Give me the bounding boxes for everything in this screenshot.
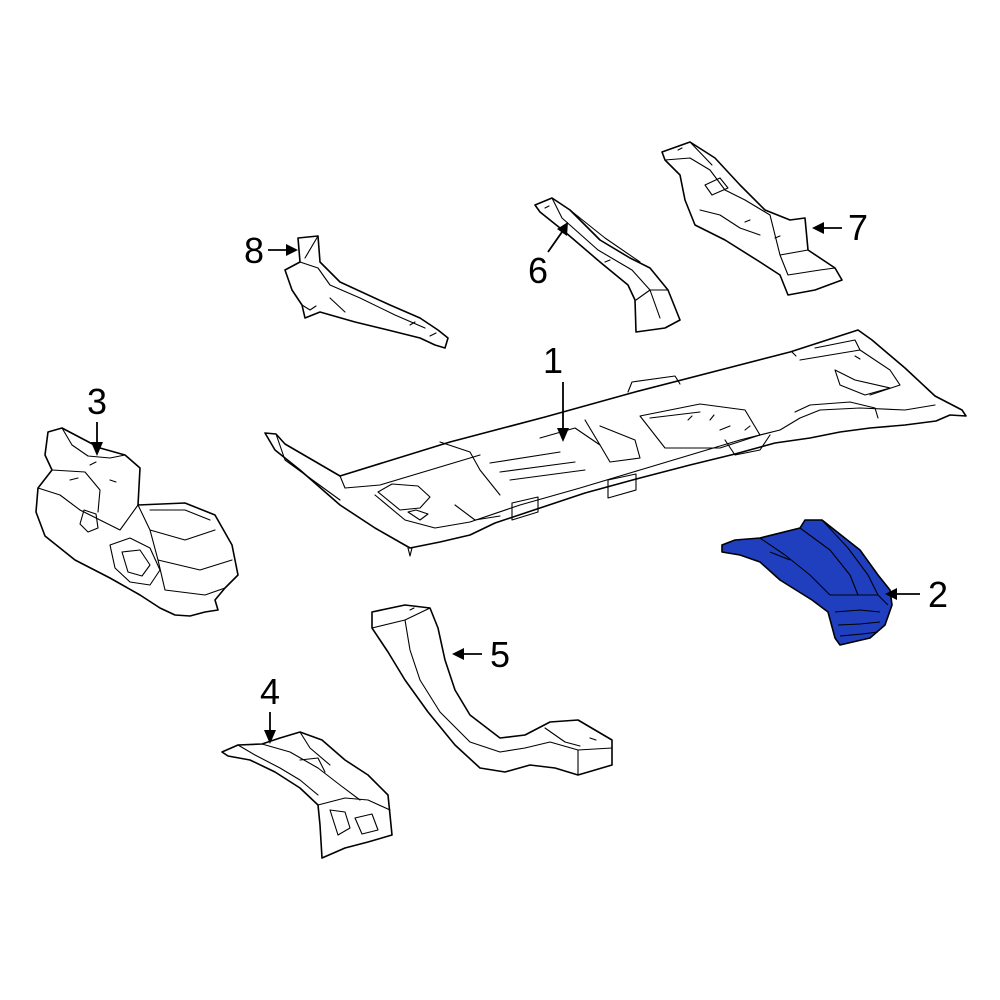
- callout-8: 8: [244, 230, 298, 271]
- callout-5: 5: [452, 634, 510, 675]
- callout-2: 2: [885, 574, 948, 615]
- part-5-crossmember[interactable]: [371, 604, 613, 776]
- callout-6-number: 6: [528, 250, 548, 291]
- callout-7: 7: [812, 207, 868, 248]
- callout-1-number: 1: [543, 340, 563, 381]
- part-8-bracket[interactable]: [284, 235, 449, 349]
- part-3-wheelhouse[interactable]: [35, 427, 239, 617]
- callout-8-number: 8: [244, 230, 264, 271]
- callout-6: 6: [528, 222, 568, 291]
- callout-7-number: 7: [848, 207, 868, 248]
- part-1-floor-pan[interactable]: [264, 329, 967, 557]
- part-4-bracket[interactable]: [221, 731, 393, 859]
- part-6-bracket[interactable]: [534, 197, 681, 333]
- part-7-bracket[interactable]: [661, 141, 843, 296]
- callout-4-number: 4: [260, 671, 280, 712]
- callout-1: 1: [543, 340, 569, 442]
- callout-5-number: 5: [490, 634, 510, 675]
- part-2-bracket[interactable]: [721, 519, 893, 646]
- callout-4: 4: [260, 671, 280, 744]
- callout-3: 3: [87, 381, 107, 456]
- callout-3-number: 3: [87, 381, 107, 422]
- callout-2-number: 2: [928, 574, 948, 615]
